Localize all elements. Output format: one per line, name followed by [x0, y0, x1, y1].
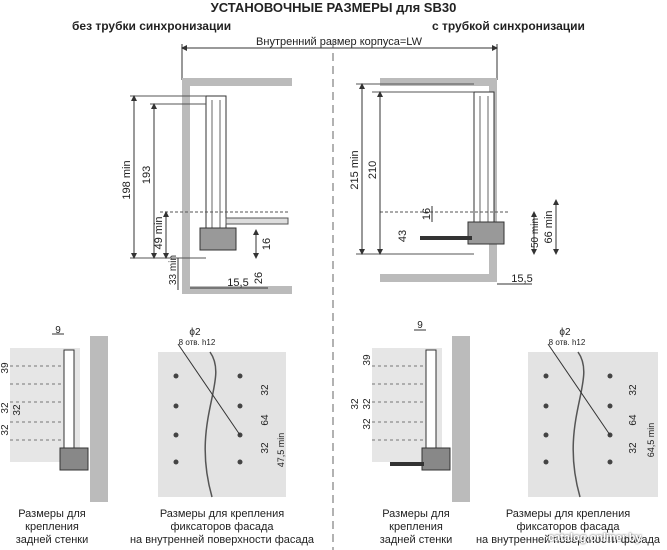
right-front-panel — [528, 343, 658, 498]
left-dim-16: 16 — [261, 238, 273, 250]
right-front-64-5: 64,5 min — [646, 423, 656, 458]
rear-dim-9: 9 — [55, 325, 61, 336]
left-dim-15-5: 15,5 — [227, 277, 248, 289]
right-rear-dim-32a: 32 — [350, 398, 361, 410]
right-cabinet-section — [356, 78, 510, 282]
right-front-32a: 32 — [628, 384, 639, 396]
left-dim-193: 193 — [141, 166, 153, 184]
left-front-64: 64 — [260, 414, 271, 426]
left-heading: без трубки синхронизации — [72, 19, 232, 33]
right-rear-dim-32c: 32 — [362, 418, 373, 430]
right-dim-16: 16 — [421, 208, 433, 220]
rear-dim-32b: 32 — [12, 404, 23, 416]
right-dim-66: 66 min — [543, 210, 555, 243]
lw-label: Внутренний размер корпуса=LW — [256, 36, 423, 48]
rear-dim-39: 39 — [0, 362, 11, 374]
left-front-47-5: 47,5 min — [276, 433, 286, 468]
rear-dim-32c: 32 — [0, 424, 11, 436]
right-dim-210: 210 — [367, 161, 379, 179]
left-front-panel — [158, 343, 286, 498]
right-front-holes: 8 отв. h12 — [549, 338, 586, 347]
right-front-64: 64 — [628, 414, 639, 426]
left-dim-33: 33 min — [168, 255, 179, 285]
right-dim-50: 50 min — [530, 218, 541, 248]
left-dim-198: 198 min — [121, 160, 133, 199]
right-dim-43: 43 — [397, 230, 409, 242]
right-rear-dim-9: 9 — [417, 320, 423, 331]
right-dim-15-5: 15,5 — [511, 273, 532, 285]
left-rear-wall-detail — [10, 336, 108, 502]
left-dim-49: 49 min — [153, 216, 165, 249]
watermark: catalog.onliner.by — [548, 532, 642, 544]
right-heading: с трубкой синхронизации — [432, 19, 585, 33]
left-front-32a: 32 — [260, 384, 271, 396]
page-title: УСТАНОВОЧНЫЕ РАЗМЕРЫ для SB30 — [210, 0, 457, 15]
left-dim-26: 26 — [253, 272, 265, 284]
right-dim-215: 215 min — [349, 150, 361, 189]
right-rear-dim-32b: 32 — [362, 398, 373, 410]
rear-dim-32a: 32 — [0, 402, 11, 414]
right-front-phi: ϕ2 — [559, 327, 571, 338]
right-rear-wall-detail — [372, 336, 470, 502]
left-cabinet-section — [130, 78, 292, 294]
right-rear-dim-39: 39 — [362, 354, 373, 366]
left-front-holes: 8 отв. h12 — [179, 338, 216, 347]
right-front-32b: 32 — [628, 442, 639, 454]
left-front-32b: 32 — [260, 442, 271, 454]
left-front-phi: ϕ2 — [189, 327, 201, 338]
